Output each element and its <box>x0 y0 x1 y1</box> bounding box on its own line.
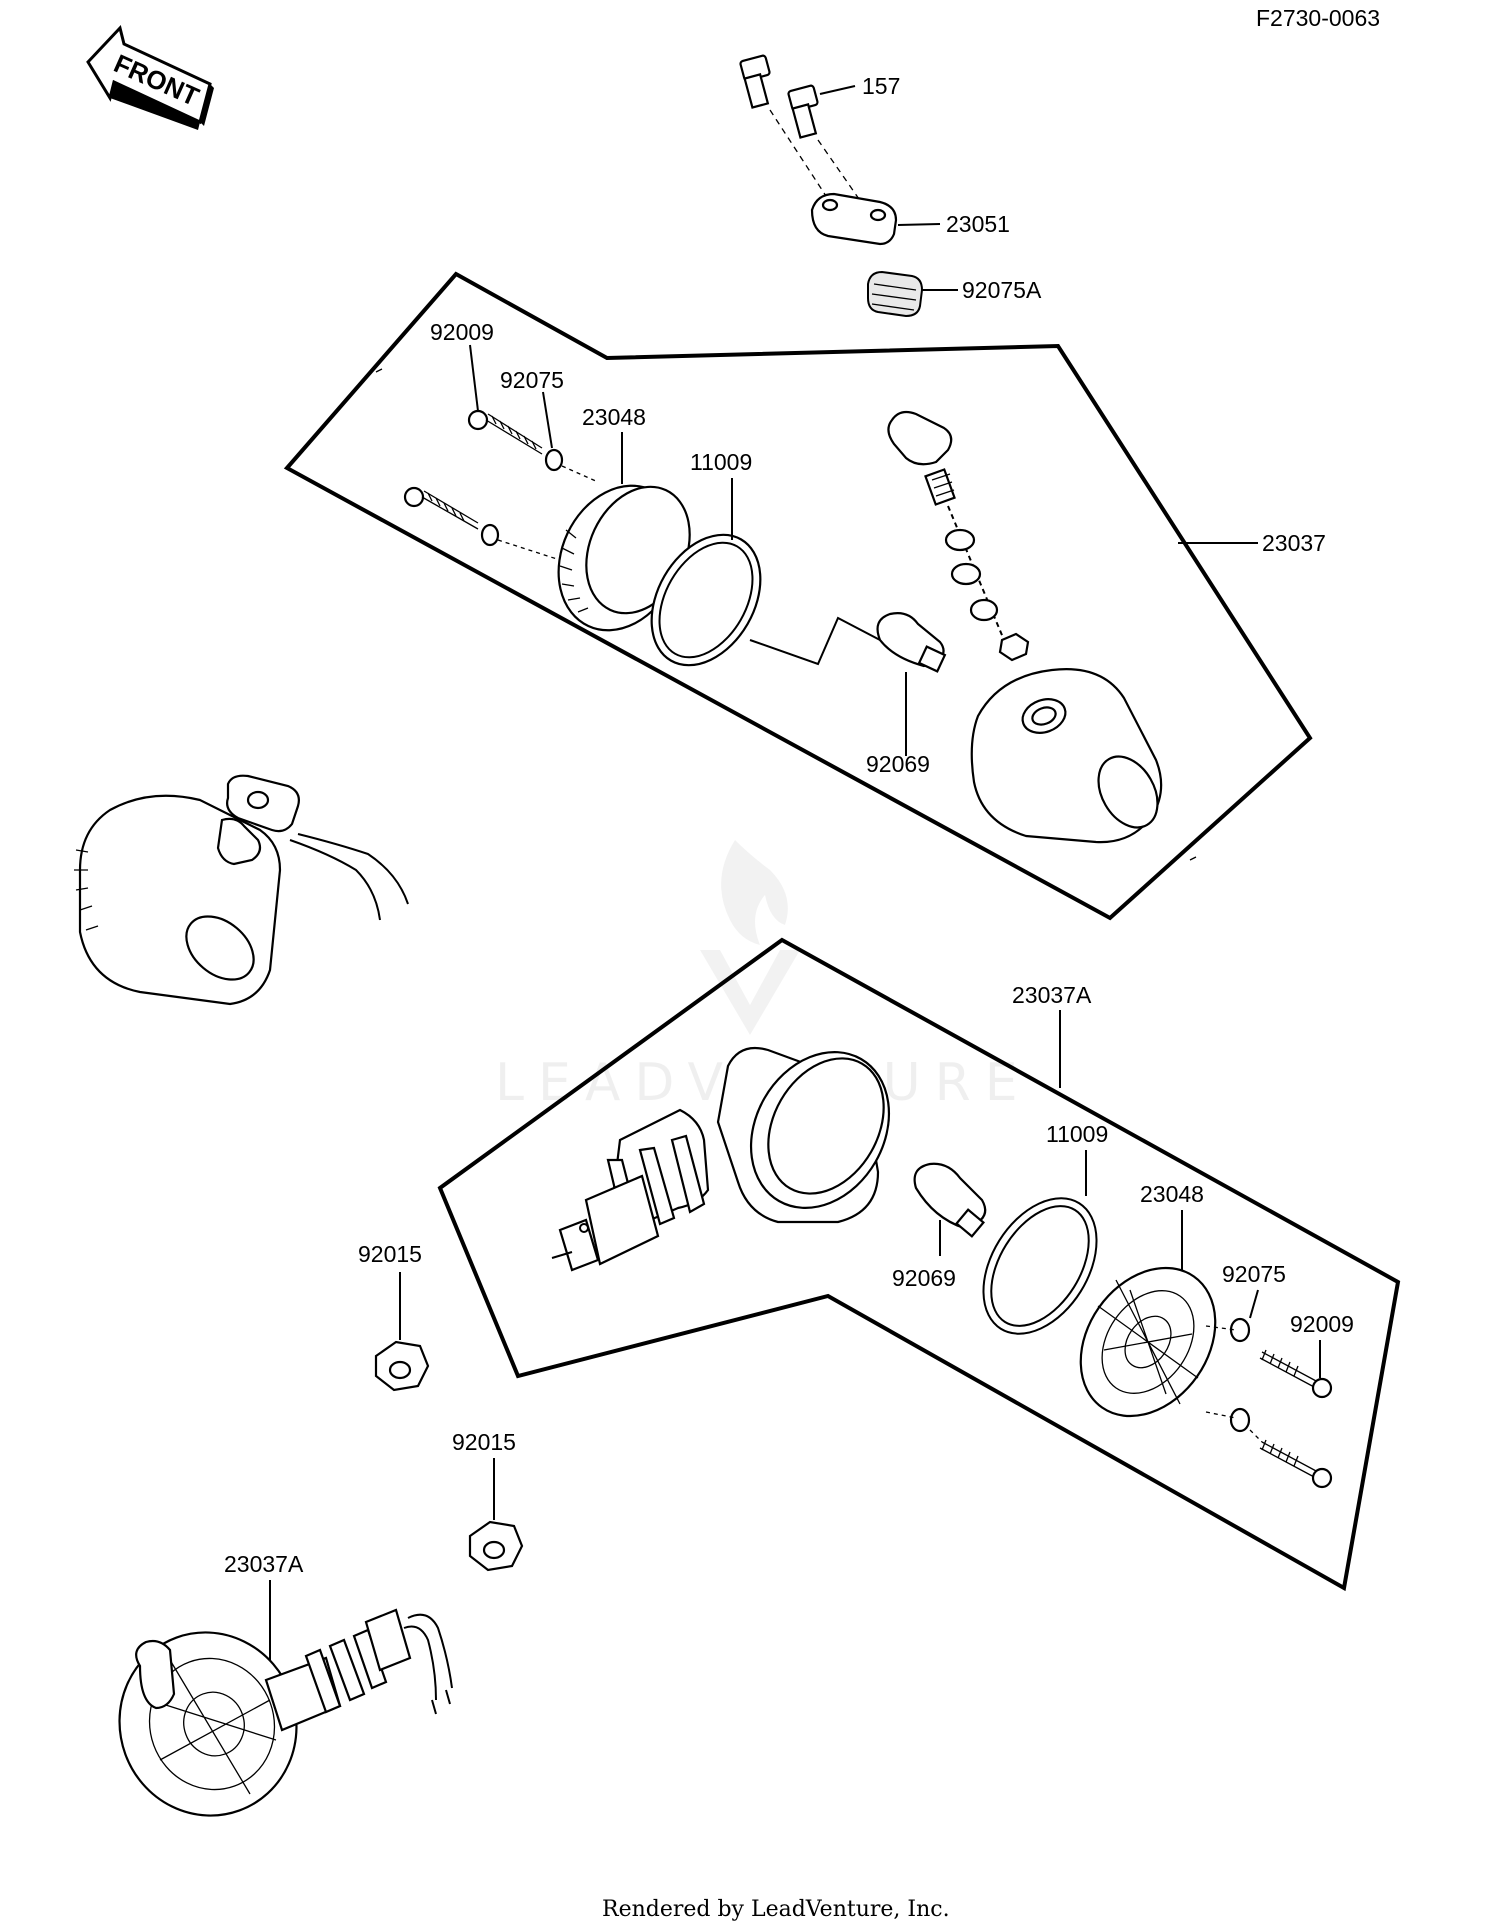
clamp-23051 <box>810 192 898 246</box>
label-92075A: 92075A <box>962 277 1042 303</box>
lower-housing <box>551 1046 891 1272</box>
lower-bulb-92069 <box>913 1162 987 1238</box>
rubber-92075A <box>867 270 924 318</box>
label-upper-92069: 92069 <box>866 751 930 777</box>
front-arrow: FRONT <box>86 24 214 130</box>
label-157: 157 <box>862 73 900 99</box>
label-23037: 23037 <box>1262 530 1326 556</box>
assembly-outline-23037 <box>283 271 1313 921</box>
label-23037A-top: 23037A <box>1012 982 1092 1008</box>
label-upper-92009: 92009 <box>430 319 494 345</box>
assembly-outline-23037A <box>437 937 1401 1592</box>
assembled-signal-upper <box>74 774 409 1006</box>
label-lower-92069: 92069 <box>892 1265 956 1291</box>
label-lower-11009: 11009 <box>1046 1121 1108 1147</box>
label-lower-23048: 23048 <box>1140 1181 1204 1207</box>
assembled-signal-lower <box>118 1608 453 1817</box>
nut-92015-b <box>468 1520 524 1572</box>
bolts-157 <box>739 54 876 223</box>
footer-text: Rendered by LeadVenture, Inc. <box>602 1897 950 1922</box>
label-upper-23048: 23048 <box>582 404 646 430</box>
lower-gasket-11009 <box>982 1197 1098 1335</box>
label-92015-a: 92015 <box>358 1241 422 1267</box>
label-lower-92075: 92075 <box>1222 1261 1286 1287</box>
lower-screws <box>1205 1317 1333 1489</box>
label-92015-b: 92015 <box>452 1429 516 1455</box>
label-upper-92075: 92075 <box>500 367 564 393</box>
lower-lens-23048 <box>1079 1266 1217 1418</box>
label-23051: 23051 <box>946 211 1010 237</box>
upper-gasket-11009 <box>650 533 762 667</box>
label-lower-92009: 92009 <box>1290 1311 1354 1337</box>
upper-housing <box>887 410 1163 844</box>
upper-bulb-92069 <box>876 612 947 673</box>
label-23037A-bottom: 23037A <box>224 1551 304 1577</box>
nut-92015-a <box>374 1340 430 1392</box>
label-upper-11009: 11009 <box>690 449 752 475</box>
diagram-code: F2730-0063 <box>1256 5 1380 31</box>
